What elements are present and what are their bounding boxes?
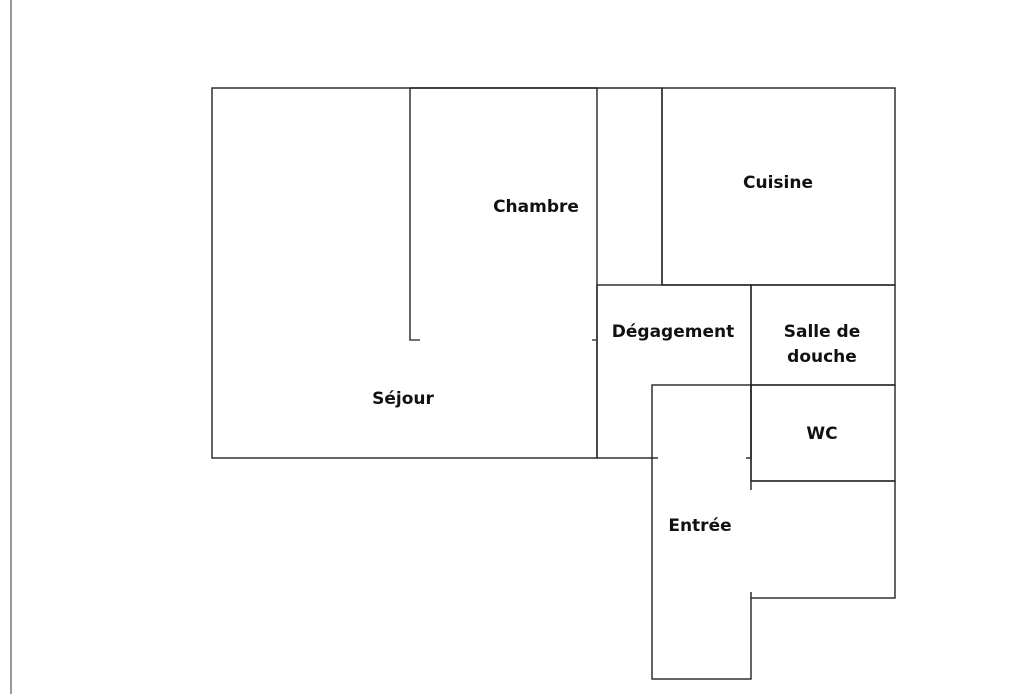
room-labels: Chambre Cuisine Dégagement Salle de douc… (372, 173, 860, 536)
storage-wall (750, 480, 896, 599)
opening-edges (410, 339, 752, 598)
room-label-chambre: Chambre (493, 197, 579, 217)
room-label-sejour: Séjour (372, 389, 434, 409)
room-label-degagement: Dégagement (612, 322, 734, 342)
openings (420, 338, 753, 592)
sejour-wall (211, 87, 598, 459)
room-label-salle-de-douche-line2: douche (787, 347, 857, 367)
page-edge (10, 0, 12, 694)
room-label-salle-de-douche-line1: Salle de (784, 322, 861, 342)
room-label-entree: Entrée (668, 516, 731, 536)
room-label-wc: WC (806, 424, 837, 444)
degagement-wall (596, 284, 752, 459)
room-label-cuisine: Cuisine (743, 173, 813, 193)
